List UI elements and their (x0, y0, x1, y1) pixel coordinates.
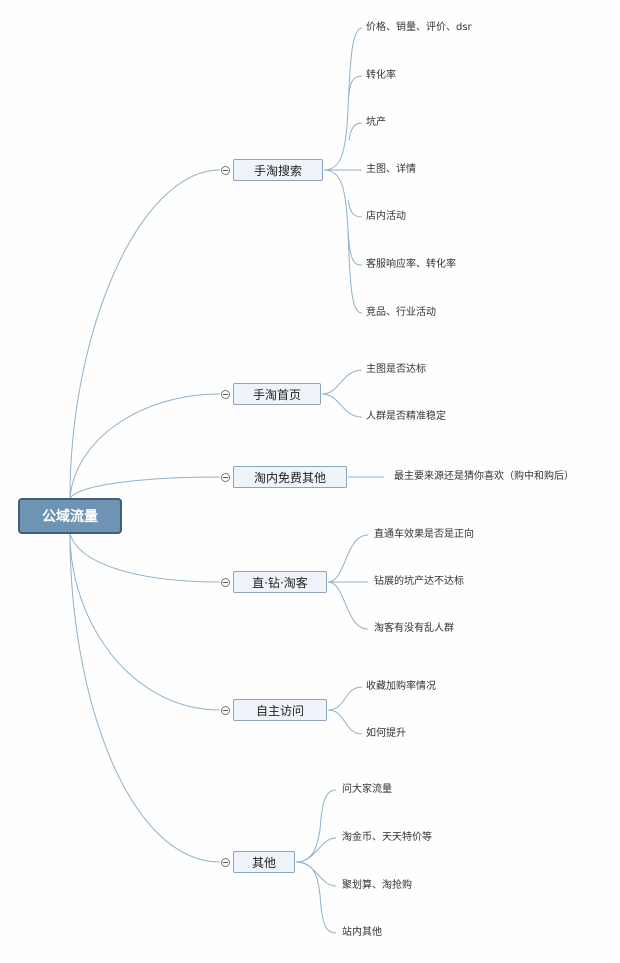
branch-node[interactable]: 自主访问 (233, 699, 327, 721)
collapse-icon[interactable] (221, 858, 230, 867)
branch-node[interactable]: 其他 (233, 851, 295, 873)
leaf-node[interactable]: 问大家流量 (342, 784, 392, 795)
collapse-icon[interactable] (221, 166, 230, 175)
leaf-node[interactable]: 店内活动 (366, 211, 406, 222)
root-node[interactable]: 公域流量 (18, 498, 122, 534)
collapse-icon[interactable] (221, 578, 230, 587)
branch-node[interactable]: 手淘首页 (233, 383, 321, 405)
branch-node[interactable]: 直·钻·淘客 (233, 571, 327, 593)
leaf-node[interactable]: 客服响应率、转化率 (366, 259, 456, 270)
branch-label: 手淘搜索 (253, 163, 302, 178)
leaf-node[interactable]: 竞品、行业活动 (366, 307, 436, 318)
leaf-node[interactable]: 最主要来源还是猜你喜欢（购中和购后） (394, 471, 574, 482)
leaf-node[interactable]: 钻展的坑产达不达标 (374, 576, 464, 587)
leaf-node[interactable]: 收藏加购率情况 (366, 681, 436, 692)
leaf-node[interactable]: 主图、详情 (366, 164, 416, 175)
root-label: 公域流量 (42, 509, 98, 525)
branch-label: 手淘首页 (252, 387, 301, 402)
leaf-node[interactable]: 主图是否达标 (366, 364, 426, 375)
leaf-node[interactable]: 转化率 (366, 70, 396, 81)
leaf-node[interactable]: 人群是否精准稳定 (366, 411, 446, 422)
branch-label: 其他 (251, 855, 276, 870)
leaf-node[interactable]: 坑产 (366, 117, 386, 128)
leaf-node[interactable]: 聚划算、淘抢购 (342, 880, 412, 891)
branch-label: 直·钻·淘客 (252, 575, 308, 590)
leaf-node[interactable]: 如何提升 (366, 728, 406, 739)
leaf-node[interactable]: 站内其他 (342, 927, 382, 938)
leaf-node[interactable]: 淘金币、天天特价等 (342, 832, 432, 843)
branch-node[interactable]: 手淘搜索 (233, 159, 323, 181)
collapse-icon[interactable] (221, 390, 230, 399)
branch-node[interactable]: 淘内免费其他 (233, 466, 347, 488)
leaf-node[interactable]: 淘客有没有乱人群 (374, 623, 454, 634)
collapse-icon[interactable] (221, 706, 230, 715)
branch-label: 淘内免费其他 (253, 470, 326, 485)
leaf-node[interactable]: 直通车效果是否是正向 (374, 529, 474, 540)
leaf-node[interactable]: 价格、销量、评价、dsr (366, 22, 472, 33)
branch-label: 自主访问 (255, 703, 304, 718)
collapse-icon[interactable] (221, 473, 230, 482)
